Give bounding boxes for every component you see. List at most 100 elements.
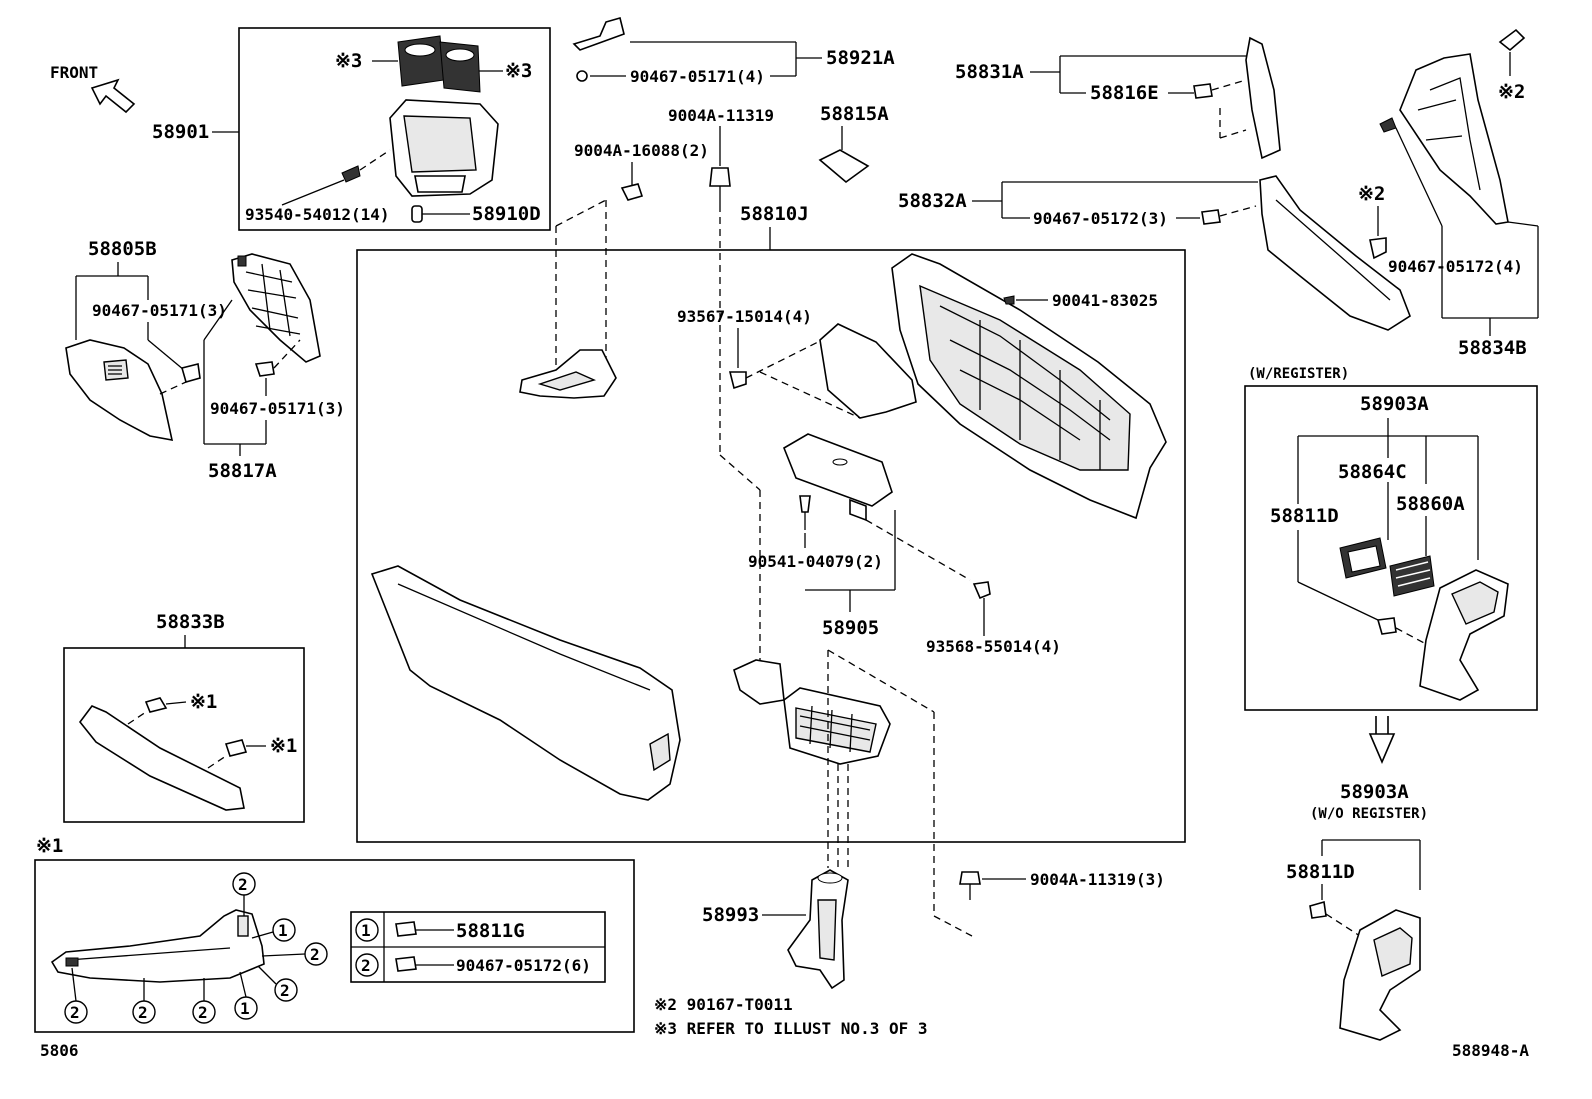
clip-58910D-icon bbox=[411, 205, 423, 223]
callout-2-right-low: 2 bbox=[274, 978, 298, 1002]
legend-clip-1-icon bbox=[395, 921, 417, 937]
svg-text:2: 2 bbox=[310, 945, 320, 964]
footnote-2: ※2 90167-T0011 bbox=[654, 995, 793, 1014]
clip-90467-icon bbox=[576, 70, 588, 82]
console-rear-panel-icon bbox=[891, 253, 1167, 520]
label-90541: 90541-04079(2) bbox=[748, 552, 883, 571]
clip-58816E-icon bbox=[1193, 83, 1213, 99]
label-90041: 90041-83025 bbox=[1052, 291, 1158, 310]
clip-note2a-icon bbox=[1498, 28, 1526, 52]
clip-58811D-b-icon bbox=[1309, 900, 1327, 919]
trim-panel-58832A-icon bbox=[1259, 175, 1411, 331]
trim-panel-58805B-icon bbox=[65, 339, 174, 442]
svg-text:2: 2 bbox=[198, 1003, 208, 1022]
label-58860A: 58860A bbox=[1396, 493, 1465, 515]
label-w-register: (W/REGISTER) bbox=[1248, 366, 1349, 382]
label-90467-05172-4: 90467-05172(4) bbox=[1388, 257, 1523, 276]
label-58921A: 58921A bbox=[826, 47, 895, 69]
bracket-lower-icon bbox=[733, 659, 785, 705]
legend-part-1: 58811G bbox=[456, 920, 525, 942]
clip-90467-05172-3-icon bbox=[1201, 209, 1221, 225]
down-arrow-icon bbox=[1368, 716, 1396, 765]
callout-1-right: 1 bbox=[272, 918, 296, 942]
label-wo-register: (W/O REGISTER) bbox=[1310, 806, 1428, 822]
cup-holder-insert-icon bbox=[397, 35, 481, 93]
panel-bracket-icon bbox=[819, 323, 917, 419]
pin-90541-icon bbox=[799, 495, 811, 513]
label-58810J: 58810J bbox=[740, 203, 809, 225]
cup-holder-group-box bbox=[238, 27, 551, 231]
rear-panel-58903A-wo-icon bbox=[1339, 909, 1421, 1041]
clip-note1b-icon bbox=[224, 739, 248, 757]
label-58903A-a: 58903A bbox=[1360, 393, 1429, 415]
trim-panel-58817A-icon bbox=[231, 253, 321, 363]
diagram-id: 588948-A bbox=[1452, 1041, 1529, 1060]
label-90467-05172-3: 90467-05172(3) bbox=[1033, 209, 1168, 228]
front-label: FRONT bbox=[50, 63, 98, 82]
bolt-9004A-icon bbox=[709, 167, 731, 187]
trim-panel-58834B-icon bbox=[1399, 53, 1509, 225]
cup-holder-body-icon bbox=[389, 99, 499, 197]
svg-text:1: 1 bbox=[278, 921, 288, 940]
clip-note2b-icon bbox=[1369, 237, 1387, 260]
label-note2b: ※2 bbox=[1358, 183, 1385, 205]
svg-text:2: 2 bbox=[138, 1003, 148, 1022]
clip-90041-icon bbox=[1003, 295, 1015, 305]
label-58811D-a: 58811D bbox=[1270, 505, 1339, 527]
legend-clip-2-icon bbox=[395, 956, 417, 972]
label-90467-05171-3a: 90467-05171(3) bbox=[92, 301, 227, 320]
callout-1-bottom: 1 bbox=[234, 996, 258, 1020]
label-58811D-b: 58811D bbox=[1286, 861, 1355, 883]
label-note2a: ※2 bbox=[1498, 81, 1525, 103]
note1-detail-box bbox=[34, 859, 635, 1033]
trim-58833B-box bbox=[63, 647, 305, 823]
label-9004A-16088: 9004A-16088(2) bbox=[574, 141, 709, 160]
page-number: 5806 bbox=[40, 1041, 79, 1060]
label-58834B: 58834B bbox=[1458, 337, 1527, 359]
screw-93568-icon bbox=[972, 581, 991, 600]
clip-90467-05171-3b-icon bbox=[254, 361, 275, 377]
footnote-3: ※3 REFER TO ILLUST NO.3 OF 3 bbox=[654, 1019, 928, 1038]
callout-2-right: 2 bbox=[304, 942, 328, 966]
bolt-9004A-11319-icon bbox=[959, 871, 981, 885]
label-note3b: ※3 bbox=[505, 60, 532, 82]
vent-58864C-icon bbox=[1339, 537, 1387, 579]
label-93540: 93540-54012(14) bbox=[245, 205, 390, 224]
clip-93540-icon bbox=[341, 165, 361, 183]
clip-90467-05172-4-icon bbox=[1379, 117, 1397, 133]
label-93567: 93567-15014(4) bbox=[677, 307, 812, 326]
label-58832A: 58832A bbox=[898, 190, 967, 212]
label-58831A: 58831A bbox=[955, 61, 1024, 83]
front-arrow-icon bbox=[90, 78, 136, 114]
label-58817A: 58817A bbox=[208, 460, 277, 482]
label-58903A-b: 58903A bbox=[1340, 781, 1409, 803]
label-58901: 58901 bbox=[152, 121, 209, 143]
label-note1-head: ※1 bbox=[36, 835, 63, 857]
svg-text:2: 2 bbox=[280, 981, 290, 1000]
callout-2-b3: 2 bbox=[192, 1000, 216, 1024]
label-93568: 93568-55014(4) bbox=[926, 637, 1061, 656]
rear-register-58903A-icon bbox=[1419, 569, 1509, 701]
legend-table: 1 2 58811G 90467-05172(6) bbox=[350, 911, 606, 983]
svg-text:1: 1 bbox=[240, 999, 250, 1018]
clip-90467-05171-3a-icon bbox=[181, 363, 201, 383]
trim-58833B-icon bbox=[78, 705, 245, 811]
label-note1a: ※1 bbox=[190, 691, 217, 713]
label-note3a: ※3 bbox=[335, 50, 362, 72]
trim-panel-58831A-icon bbox=[1245, 36, 1281, 160]
label-58805B: 58805B bbox=[88, 238, 157, 260]
label-9004A-11319-3: 9004A-11319(3) bbox=[1030, 870, 1165, 889]
callout-2-b1: 2 bbox=[64, 1000, 88, 1024]
vent-58860A-icon bbox=[1389, 555, 1435, 597]
label-58864C: 58864C bbox=[1338, 461, 1407, 483]
label-90467-05171-3b: 90467-05171(3) bbox=[210, 399, 345, 418]
console-side-panel-icon bbox=[370, 565, 681, 801]
label-58910D: 58910D bbox=[472, 203, 541, 225]
bracket-58993-icon bbox=[787, 869, 849, 990]
legend-part-2: 90467-05172(6) bbox=[456, 956, 591, 975]
armrest-lid-icon bbox=[783, 433, 893, 522]
bolt-9004A-16088-icon bbox=[620, 183, 644, 201]
svg-text:2: 2 bbox=[238, 875, 248, 894]
